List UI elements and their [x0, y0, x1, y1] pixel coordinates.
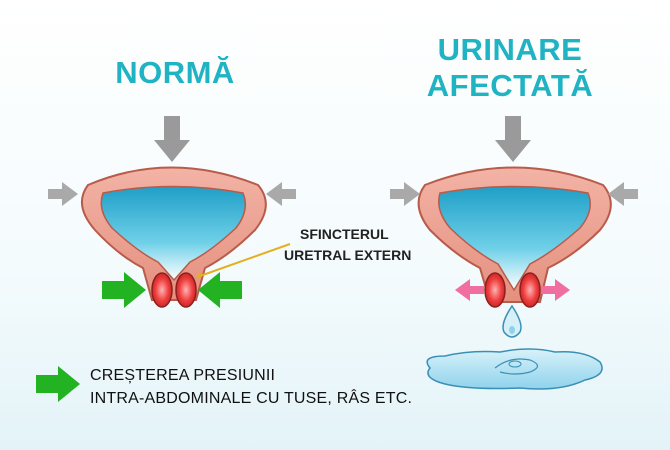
- affected-sphincter-left: [484, 272, 506, 308]
- affected-right-pressure-arrow: [608, 182, 638, 206]
- affected-bladder: [417, 166, 612, 308]
- normal-title: NORMĂ: [115, 55, 235, 90]
- sphincter-pointer-line: [199, 243, 291, 277]
- normal-left-closing-arrow: [102, 272, 146, 308]
- normal-bladder: [80, 166, 267, 308]
- affected-right-opening-arrow: [541, 279, 570, 301]
- legend-line1: CREȘTEREA PRESIUNII: [90, 367, 276, 384]
- normal-right-pressure-arrow: [266, 182, 296, 206]
- urine-drop: [502, 304, 522, 338]
- normal-sphincter-right: [175, 272, 197, 308]
- normal-top-pressure-arrow: [154, 116, 190, 162]
- normal-left-pressure-arrow: [48, 182, 78, 206]
- urine-puddle-ripple-small: [508, 360, 522, 368]
- normal-right-closing-arrow: [198, 272, 242, 308]
- legend-green-arrow-icon: [36, 366, 80, 402]
- affected-title-line2: AFECTATĂ: [426, 68, 594, 103]
- affected-bladder-urine: [438, 185, 591, 292]
- normal-bladder-urine: [100, 185, 247, 282]
- normal-sphincter-left: [151, 272, 173, 308]
- affected-left-pressure-arrow: [390, 182, 420, 206]
- urine-puddle: [426, 348, 603, 390]
- affected-top-pressure-arrow: [495, 116, 531, 162]
- sphincter-pointer-dot: [196, 273, 202, 279]
- sphincter-label-line1: SFINCTERUL: [300, 226, 389, 242]
- sphincter-label-line2: URETRAL EXTERN: [284, 247, 412, 263]
- legend-line2: INTRA-ABDOMINALE CU TUSE, RÂS ETC.: [90, 390, 413, 407]
- affected-title-line1: URINARE: [437, 32, 583, 67]
- urine-drop-highlight: [509, 326, 515, 334]
- affected-sphincter-right: [519, 272, 541, 308]
- urine-puddle-ripple: [494, 358, 539, 375]
- affected-left-opening-arrow: [455, 279, 484, 301]
